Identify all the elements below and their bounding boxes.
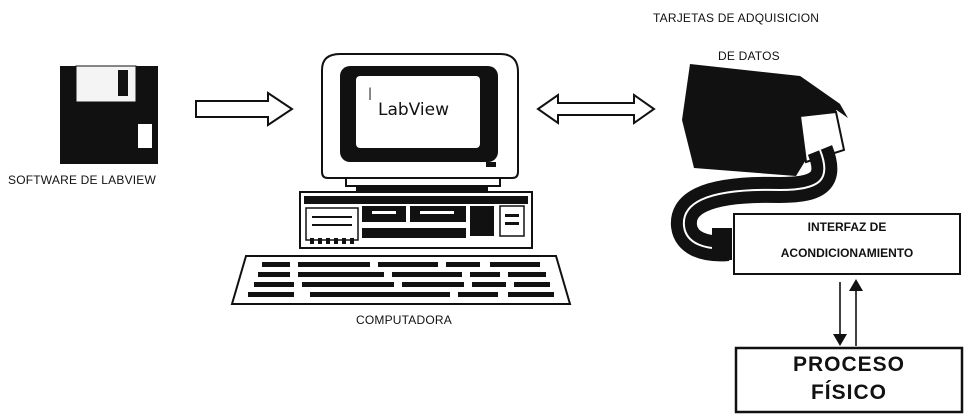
daq-label-line1: TARJETAS DE ADQUISICION <box>653 11 820 25</box>
process-label-line1: PROCESO <box>792 353 906 376</box>
computer-icon <box>230 53 572 305</box>
daq-label-line2: DE DATOS <box>718 49 780 63</box>
computer-label: COMPUTADORA <box>356 313 452 327</box>
screen-cursor: | <box>368 86 373 100</box>
arrow-computer-daq <box>536 93 656 125</box>
screen-label: LabView <box>378 100 450 120</box>
ribbon-cable-icon <box>670 145 838 262</box>
interface-box <box>733 213 961 275</box>
process-box <box>734 346 964 414</box>
interface-label-line2: ACONDICIONAMIENTO <box>780 246 914 260</box>
arrow-software-to-computer <box>195 91 294 127</box>
software-label: SOFTWARE DE LABVIEW <box>8 173 157 187</box>
arrow-interface-process <box>833 279 863 346</box>
process-label-line2: FÍSICO <box>810 381 887 404</box>
floppy-disk-icon <box>60 65 158 164</box>
interface-label-line1: INTERFAZ DE <box>807 220 887 234</box>
